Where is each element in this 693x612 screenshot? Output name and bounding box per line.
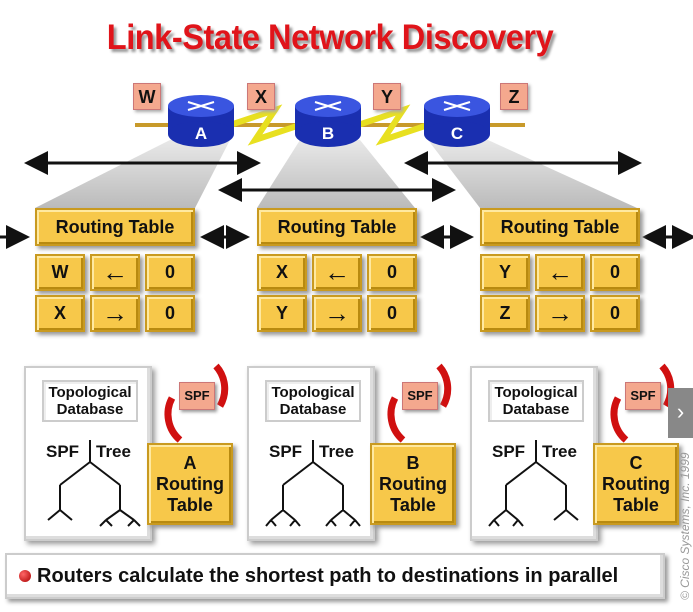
router-letter: A (183, 453, 197, 473)
network-label-z: Z (500, 83, 528, 110)
spf-label: SPF (269, 442, 303, 461)
network-label-w: W (133, 83, 161, 110)
routing-table-header: Routing Table (35, 208, 195, 246)
tree-label: Tree (319, 442, 354, 461)
rt-line-2: Table (167, 495, 213, 515)
caption-text: Routers calculate the shortest path to d… (37, 565, 619, 587)
caption-bar: Routers calculate the shortest path to d… (5, 553, 665, 599)
table-cell-cost: 0 (367, 254, 417, 291)
router-icon (295, 95, 361, 147)
routing-table-header: Routing Table (257, 208, 417, 246)
router-icon (168, 95, 234, 147)
serial-link-bc (357, 104, 429, 146)
router-icon (424, 95, 490, 147)
routing-table-header: Routing Table (480, 208, 640, 246)
router-letter: B (406, 453, 420, 473)
right-arrow-icon: → (90, 295, 140, 332)
refresh-cycle-icon (610, 363, 675, 443)
table-cell-destination: W (35, 254, 85, 291)
table-cell-destination: X (35, 295, 85, 332)
table-cell-cost: 0 (590, 254, 640, 291)
topo-line-2: Database (56, 401, 124, 418)
refresh-cycle-icon (387, 363, 452, 443)
bullet-icon (19, 570, 31, 582)
table-cell-cost: 0 (145, 295, 195, 332)
router-name: B (321, 124, 335, 143)
spf-label: SPF (492, 442, 526, 461)
topo-line-1: Topological (271, 384, 355, 401)
topo-line-2: Database (279, 401, 347, 418)
table-cell-cost: 0 (367, 295, 417, 332)
next-slide-button[interactable]: › (668, 388, 693, 438)
projection-beam-a (35, 140, 230, 208)
topo-line-1: Topological (494, 384, 578, 401)
tree-label: Tree (96, 442, 131, 461)
right-arrow-icon: → (312, 295, 362, 332)
left-arrow-icon: ← (312, 254, 362, 291)
spf-badge: SPF (402, 382, 438, 410)
network-label-y: Y (373, 83, 401, 110)
router-name: C (450, 124, 464, 143)
rt-line-2: Table (613, 495, 659, 515)
left-arrow-icon: ← (90, 254, 140, 291)
network-label-x: X (247, 83, 275, 110)
projection-beam-b (257, 140, 415, 208)
router-c: C (422, 94, 492, 148)
table-cell-destination: Y (480, 254, 530, 291)
topo-line-1: Topological (48, 384, 132, 401)
spf-tree-icon (488, 440, 579, 527)
page-title: Link-State Network Discovery (106, 18, 554, 57)
table-cell-destination: Y (257, 295, 307, 332)
table-cell-cost: 0 (590, 295, 640, 332)
table-cell-destination: Z (480, 295, 530, 332)
table-cell-cost: 0 (145, 254, 195, 291)
spf-badge: SPF (625, 382, 661, 410)
rt-line-1: Routing (156, 474, 224, 494)
projection-beam-c (428, 140, 637, 208)
refresh-cycle-icon (164, 363, 229, 443)
tree-label: Tree (542, 442, 577, 461)
rt-line-1: Routing (602, 474, 670, 494)
rt-line-2: Table (390, 495, 436, 515)
network-diagram (0, 104, 693, 249)
spf-label: SPF (46, 442, 80, 461)
router-name: A (194, 124, 208, 143)
rt-line-1: Routing (379, 474, 447, 494)
spf-badge: SPF (179, 382, 215, 410)
spf-tree-icon (265, 440, 361, 527)
spf-tree-icon (47, 440, 141, 527)
router-a: A (166, 94, 236, 148)
router-b: B (293, 94, 363, 148)
right-arrow-icon: → (535, 295, 585, 332)
copyright: © Cisco Systems, Inc. 1999 (678, 452, 692, 600)
topo-line-2: Database (502, 401, 570, 418)
table-cell-destination: X (257, 254, 307, 291)
router-letter: C (629, 453, 643, 473)
serial-link-ab (229, 104, 301, 146)
left-arrow-icon: ← (535, 254, 585, 291)
